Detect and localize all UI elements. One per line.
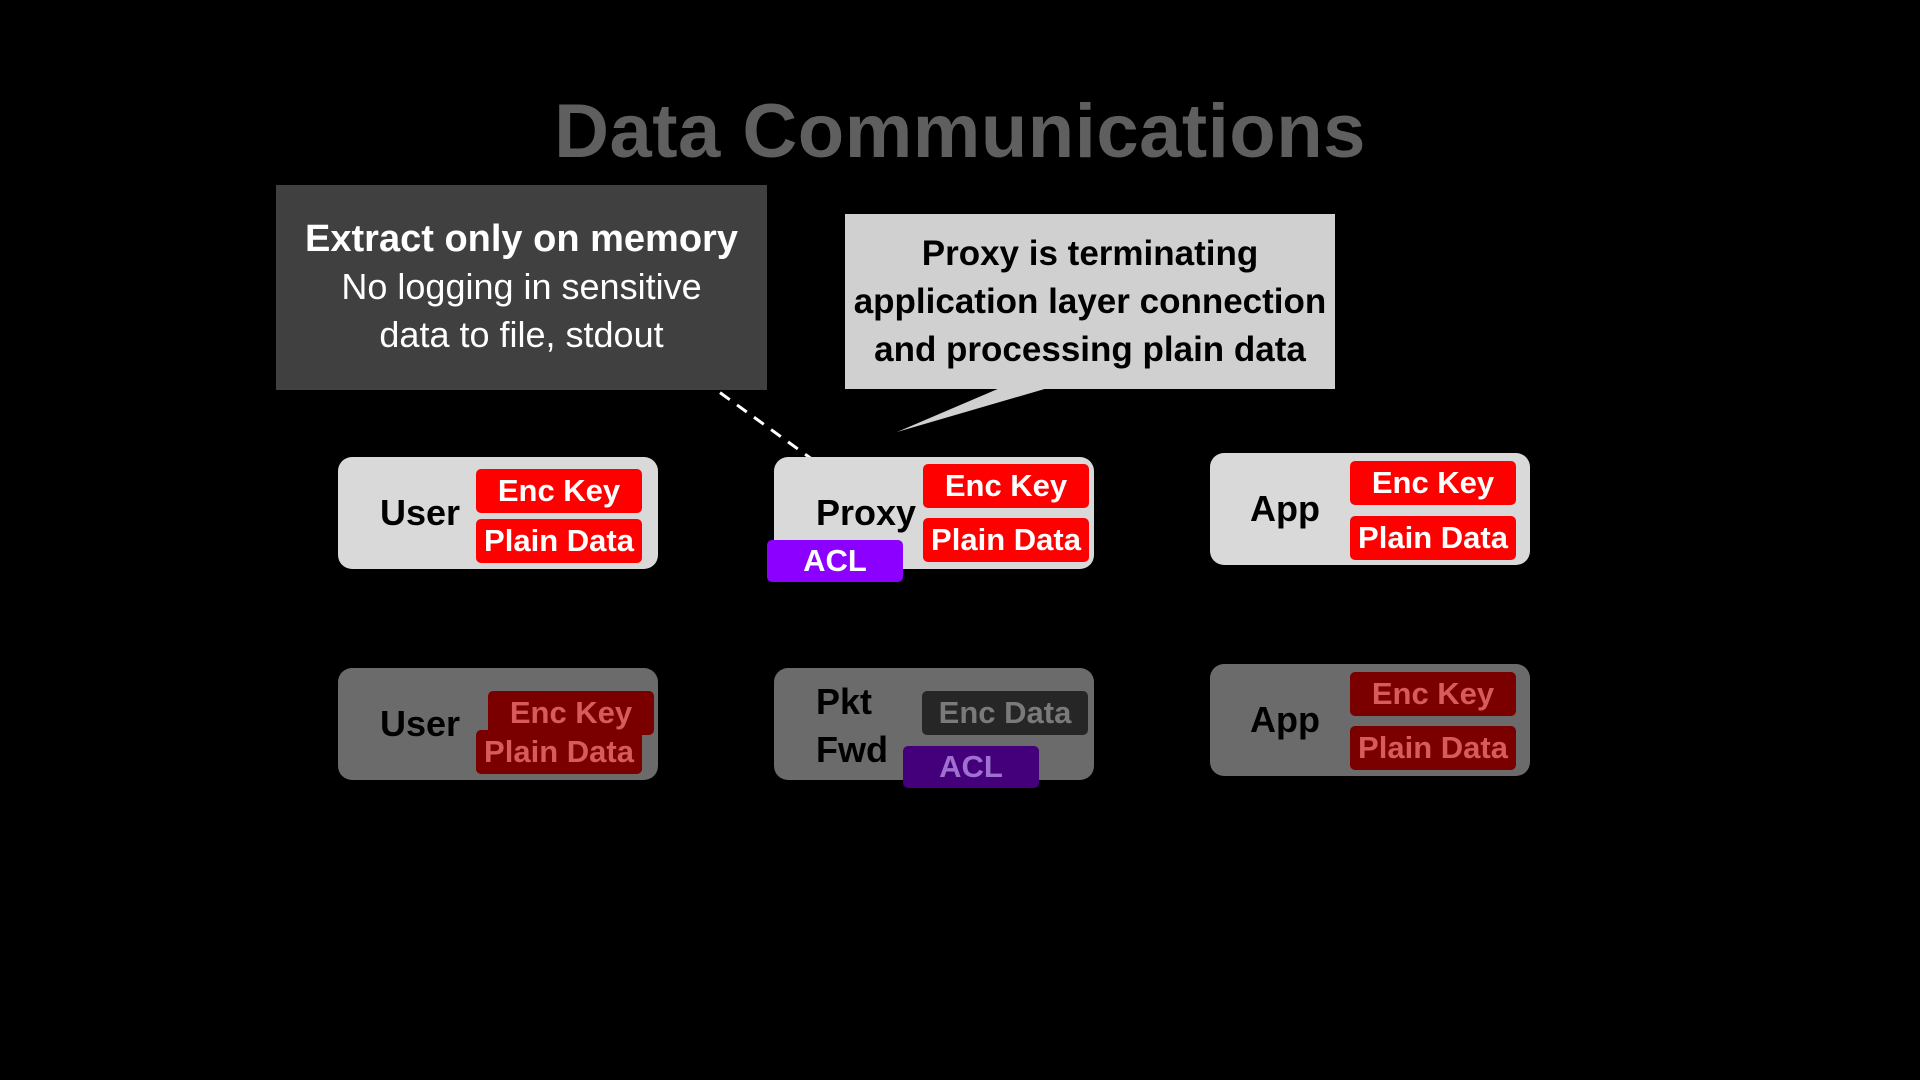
top-proxy-enc-key: Enc Key xyxy=(923,464,1089,508)
top-proxy-acl-badge: ACL xyxy=(767,540,903,582)
bottom-user-plain-data: Plain Data xyxy=(476,730,642,774)
bottom-pkt-fwd-enc-data: Enc Data xyxy=(922,691,1088,735)
top-user-node: User Enc Key Plain Data xyxy=(338,457,658,569)
bottom-app-enc-key: Enc Key xyxy=(1350,672,1516,716)
top-user-enc-key: Enc Key xyxy=(476,469,642,513)
bottom-user-node: User Enc Key Plain Data xyxy=(338,668,658,780)
bottom-app-node: App Enc Key Plain Data xyxy=(1210,664,1530,776)
bottom-user-enc-key: Enc Key xyxy=(488,691,654,735)
top-user-plain-data: Plain Data xyxy=(476,519,642,563)
bottom-pkt-fwd-label-line-1: Pkt xyxy=(816,681,873,722)
proxy-callout-line-3: and processing plain data xyxy=(874,330,1306,369)
memory-callout-heading: Extract only on memory xyxy=(305,218,738,260)
top-user-label: User xyxy=(380,492,461,533)
top-proxy-plain-data: Plain Data xyxy=(923,518,1089,562)
top-proxy-node: Proxy Enc Key Plain Data xyxy=(774,457,1094,569)
top-proxy-label: Proxy xyxy=(816,492,917,533)
bottom-pkt-fwd-label-line-2: Fwd xyxy=(816,729,888,770)
top-app-node: App Enc Key Plain Data xyxy=(1210,453,1530,565)
bottom-app-label: App xyxy=(1250,699,1320,740)
bottom-pkt-fwd-acl-badge: ACL xyxy=(903,746,1039,788)
memory-callout: Extract only on memory No logging in sen… xyxy=(276,185,767,390)
memory-callout-line-1: No logging in sensitive xyxy=(341,266,702,307)
proxy-callout-line-2: application layer connection xyxy=(853,282,1327,321)
top-app-label: App xyxy=(1250,488,1320,529)
memory-callout-line-2: data to file, stdout xyxy=(379,314,664,355)
proxy-callout-line-1: Proxy is terminating xyxy=(921,234,1259,273)
slide-title: Data Communications xyxy=(554,89,1366,174)
proxy-callout: Proxy is terminating application layer c… xyxy=(845,214,1335,389)
bottom-app-plain-data: Plain Data xyxy=(1350,726,1516,770)
proxy-callout-tail xyxy=(897,388,1048,432)
top-app-plain-data: Plain Data xyxy=(1350,516,1516,560)
top-app-enc-key: Enc Key xyxy=(1350,461,1516,505)
bottom-user-label: User xyxy=(380,703,461,744)
